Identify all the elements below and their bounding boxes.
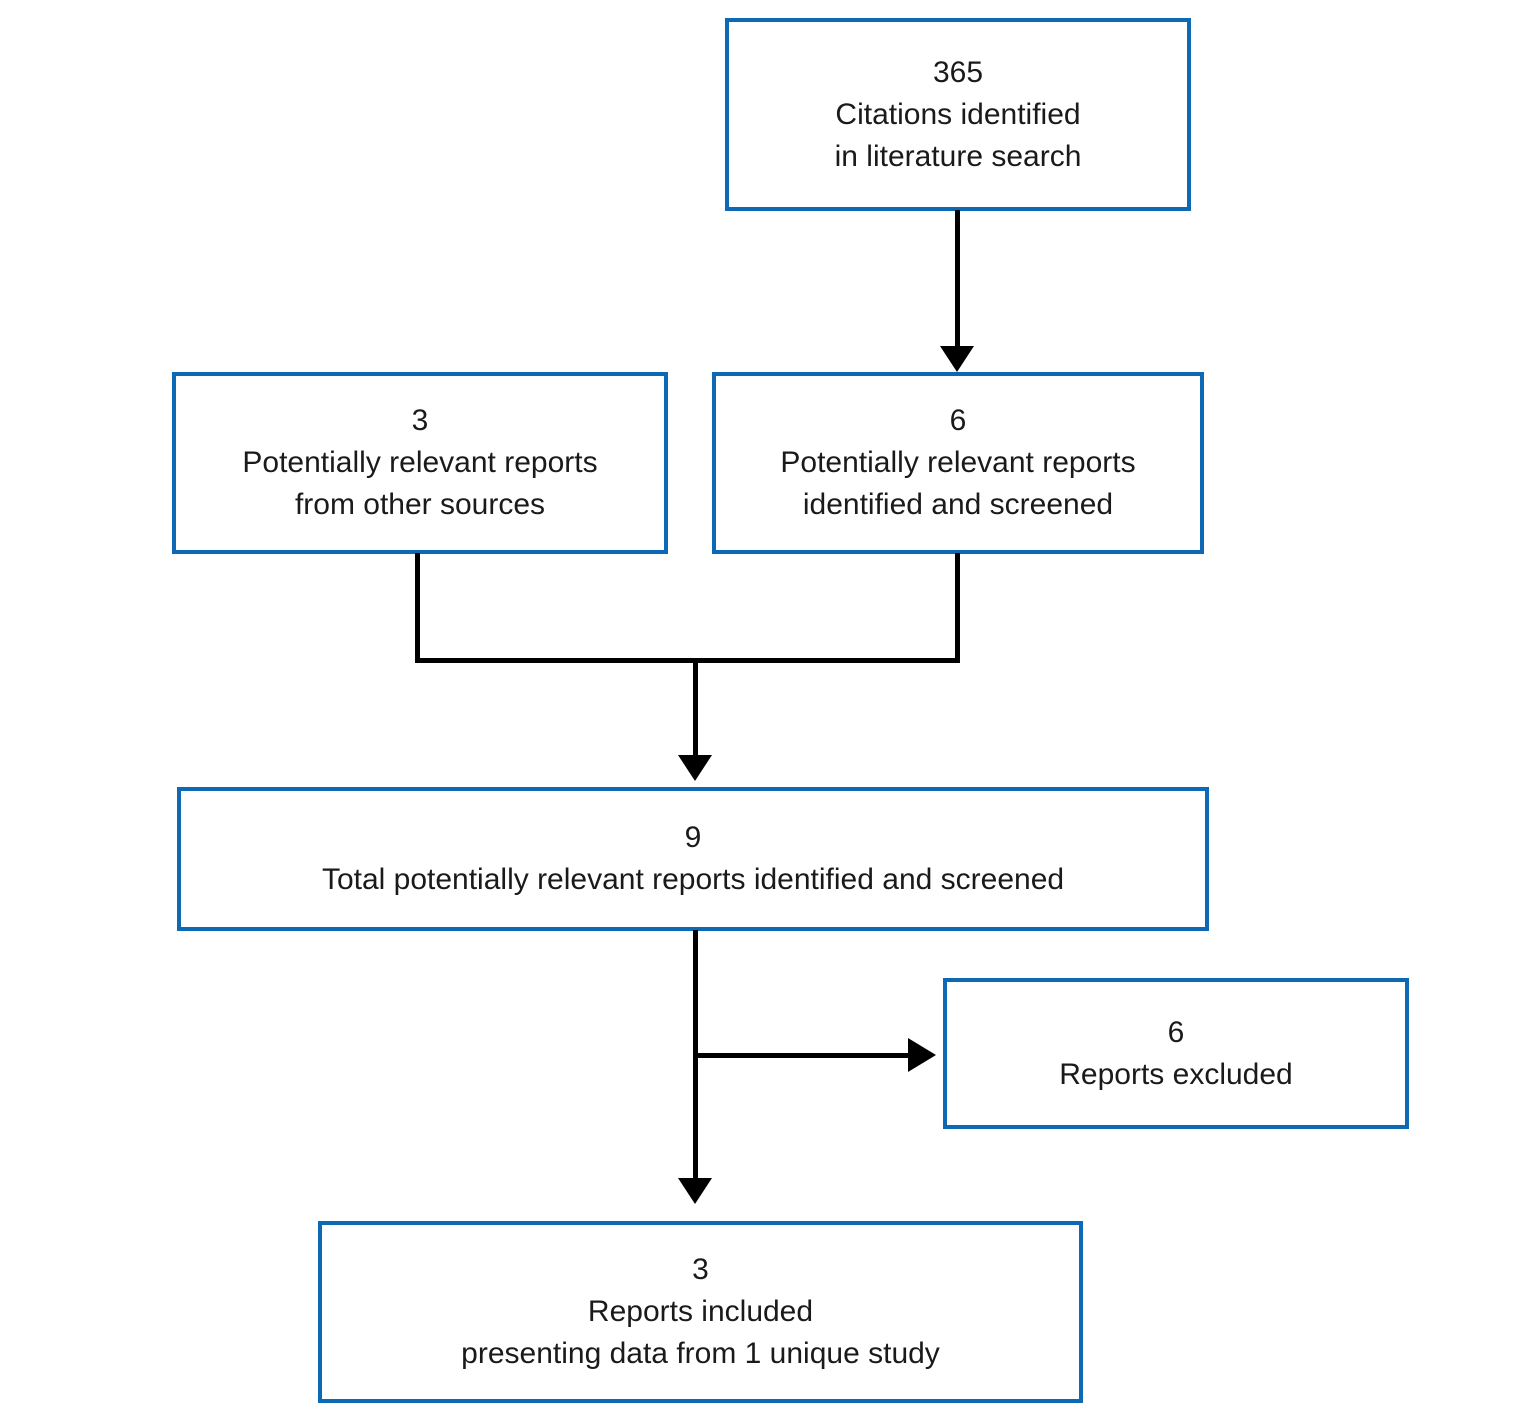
connector-total-to-excluded (693, 1053, 908, 1058)
box-other-sources-line2: from other sources (294, 488, 546, 521)
box-included-line2: presenting data from 1 unique study (461, 1337, 940, 1370)
box-included-line1: Reports included (587, 1295, 814, 1328)
box-excluded-line1: Reports excluded (1059, 1057, 1293, 1091)
box-reports-other-sources: 3 Potentially relevant reports from othe… (172, 372, 668, 554)
box-citations-line1: Citations identified (835, 97, 1081, 131)
box-included-count: 3 (692, 1253, 709, 1286)
box-identified-screened-count: 6 (949, 404, 967, 437)
box-total-reports-screened: 9 Total potentially relevant reports ide… (177, 787, 1209, 931)
box-citations-identified: 365 Citations identified in literature s… (725, 18, 1191, 211)
connector-merge-line (415, 658, 960, 663)
connector-citations-to-screened (955, 210, 960, 346)
connector-merge-to-total (693, 658, 698, 755)
box-excluded-count: 6 (1167, 1015, 1185, 1049)
box-identified-screened-line1: Potentially relevant reports (780, 446, 1136, 479)
arrowhead-down-icon (940, 346, 974, 372)
box-citations-count: 365 (932, 55, 984, 89)
box-total-line1: Total potentially relevant reports ident… (321, 863, 1065, 896)
connector-screened-drop (955, 553, 960, 663)
arrowhead-down-icon (678, 755, 712, 781)
box-identified-screened-line2: identified and screened (802, 488, 1114, 521)
box-total-count: 9 (684, 821, 702, 854)
connector-other-sources-drop (415, 553, 420, 663)
box-citations-line2: in literature search (834, 139, 1082, 173)
box-reports-excluded: 6 Reports excluded (943, 978, 1409, 1129)
box-reports-included: 3 Reports included presenting data from … (318, 1221, 1083, 1403)
arrowhead-down-icon (678, 1178, 712, 1204)
box-other-sources-count: 3 (411, 404, 429, 437)
box-other-sources-line1: Potentially relevant reports (242, 446, 598, 479)
box-reports-identified-screened: 6 Potentially relevant reports identifie… (712, 372, 1204, 554)
arrowhead-right-icon (908, 1038, 936, 1072)
